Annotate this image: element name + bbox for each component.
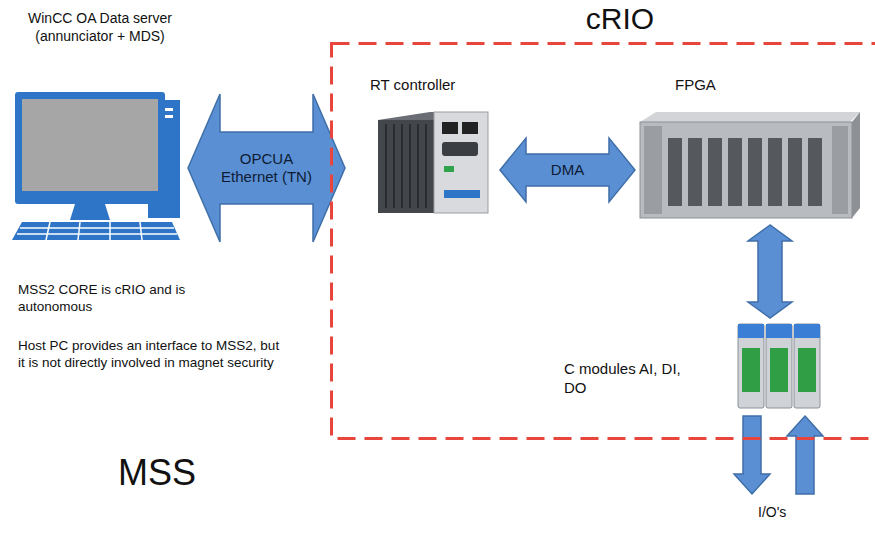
monitor-frame (15, 92, 165, 204)
controller-port (442, 122, 458, 134)
controller-led (444, 166, 454, 172)
controller-port (462, 122, 478, 134)
monitor-stand (70, 204, 110, 220)
note-text: MSS2 CORE is cRIO and is autonomous (18, 282, 233, 316)
chassis-slots (668, 138, 822, 206)
chassis-body (640, 122, 852, 218)
controller-front (434, 112, 488, 213)
chassis-end (644, 126, 662, 214)
controller-logo (444, 190, 480, 198)
chassis-top (640, 112, 860, 122)
c-module (766, 324, 792, 408)
c-module (794, 324, 820, 408)
rt-controller-node: RT controller (345, 70, 500, 220)
io-label: I/O's (758, 504, 828, 522)
monitor-screen (22, 99, 158, 191)
controller-fins (386, 124, 426, 208)
node-heading: FPGA (675, 76, 775, 95)
node-heading: WinCC OA Data server (annunciator + MDS) (12, 10, 188, 45)
dashed-outline (332, 44, 875, 439)
c-modules-image (738, 324, 820, 408)
node-heading: C modules AI, DI, DO (564, 360, 688, 398)
fpga-chassis-image (640, 112, 860, 218)
computer-node: WinCC OA Data server (annunciator + MDS) (12, 10, 188, 245)
note-text: Host PC provides an interface to MSS2, b… (18, 338, 280, 372)
keyboard (12, 222, 180, 240)
controller-body (378, 120, 434, 213)
node-heading: cRIO (570, 0, 670, 38)
slide-title: MSS (118, 450, 258, 495)
c-module (738, 324, 764, 408)
arrow-label: OPCUA Ethernet (TN) (211, 150, 323, 186)
c-modules-node: C modules AI, DI, DO (560, 318, 825, 413)
fpga-node: FPGA (635, 70, 865, 225)
block-arrow (748, 225, 792, 318)
keyboard-keys (17, 222, 177, 240)
crio-region: cRIORT controllerFPGAC modules AI, DI, D… (330, 42, 875, 440)
computer-icon (12, 92, 180, 240)
node-heading: RT controller (370, 76, 495, 95)
block-arrow (500, 138, 635, 202)
io-arrow-down (734, 416, 770, 494)
chassis-end (832, 126, 848, 214)
rt-controller-image (378, 112, 488, 213)
block-arrow (188, 94, 345, 242)
dashed-border (330, 42, 875, 440)
io-arrow-up (787, 416, 823, 494)
controller-serial (442, 142, 478, 156)
arrow-label: DMA (538, 161, 598, 179)
chassis-side (852, 112, 860, 218)
io-arrows (734, 416, 823, 494)
